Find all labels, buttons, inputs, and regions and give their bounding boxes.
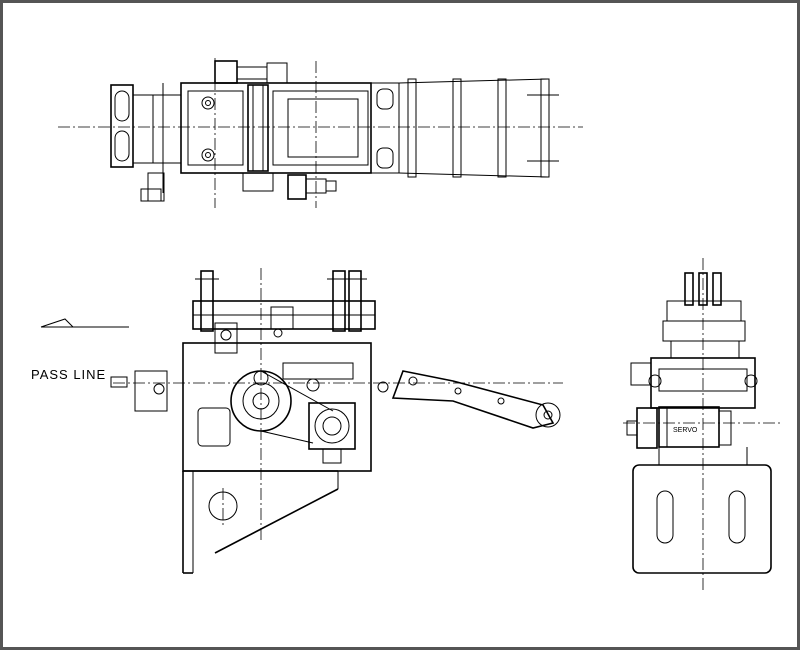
- front-view: [40, 268, 563, 574]
- top-view: [58, 58, 583, 208]
- technical-drawing: SERVO: [40, 58, 783, 593]
- side-view: [623, 258, 783, 593]
- motor-label: SERVO: [673, 427, 698, 434]
- pass-line-label: PASS LINE: [31, 367, 107, 382]
